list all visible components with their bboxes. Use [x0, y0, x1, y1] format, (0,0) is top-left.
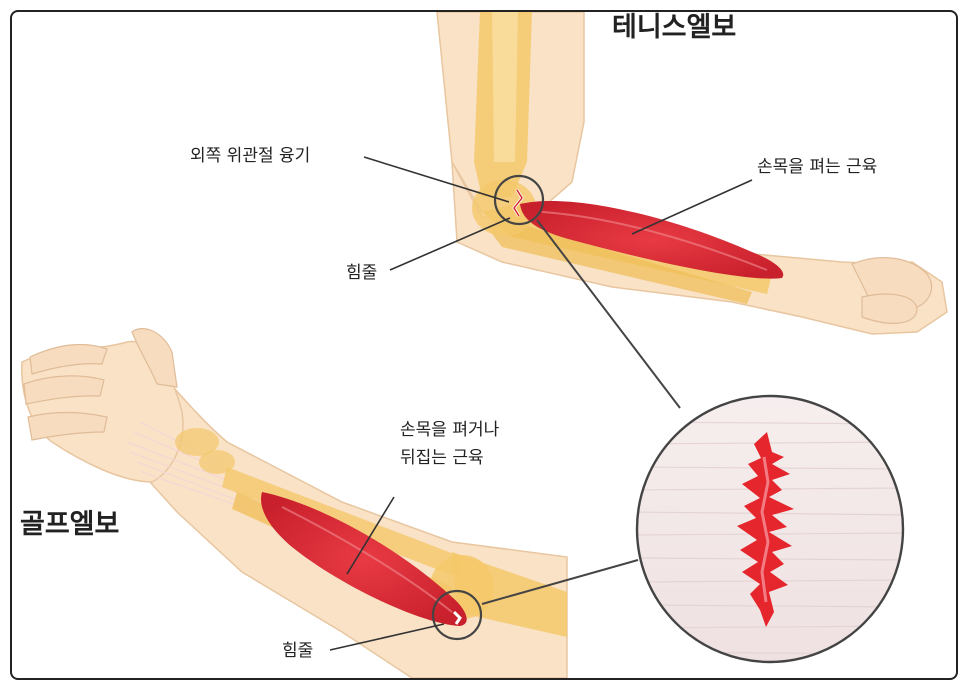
tennis-arm	[436, 12, 948, 335]
wrist-flexor-label-line1: 손목을 펴거나	[400, 420, 500, 440]
magnified-tear-view	[481, 219, 905, 664]
tendon-label-top: 힘줄	[346, 263, 378, 283]
leader-lines	[329, 156, 753, 651]
golf-arm	[21, 328, 568, 678]
lateral-epicondyle-label: 외쪽 위관절 융기	[190, 146, 311, 166]
anatomy-illustration	[21, 12, 948, 678]
tennis-elbow-title: 테니스엘보	[612, 12, 737, 43]
golf-elbow-title: 골프엘보	[20, 509, 120, 540]
wrist-flexor-label-line2: 뒤집는 근육	[400, 448, 484, 468]
tendon-label-bottom: 힘줄	[282, 641, 314, 661]
wrist-extensor-label: 손목을 펴는 근육	[757, 157, 878, 177]
figure-frame: 테니스엘보 골프엘보 외쪽 위관절 융기 힘줄 손목을 펴는 근육 손목을 펴거…	[10, 10, 958, 680]
